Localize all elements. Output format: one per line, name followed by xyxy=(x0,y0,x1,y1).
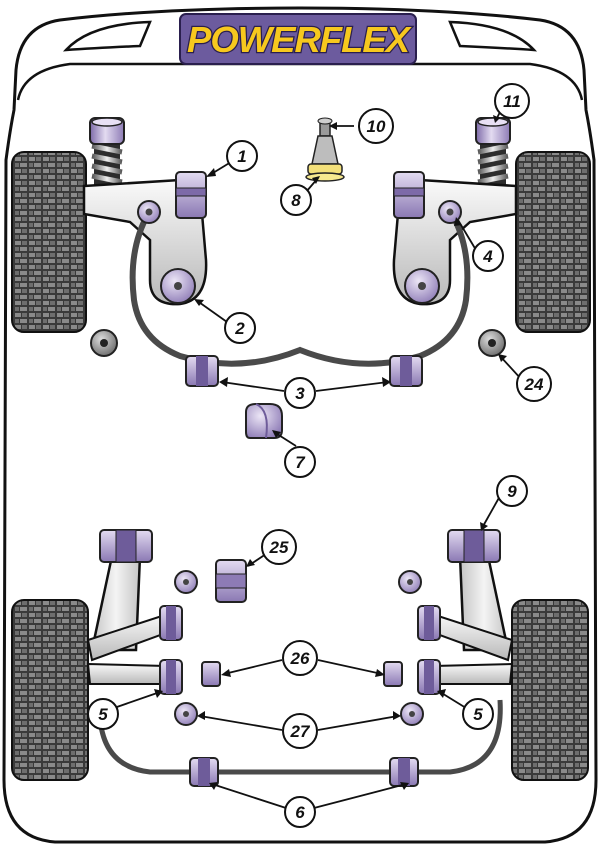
leader-lines xyxy=(113,107,523,809)
callout-25: 25 xyxy=(261,529,297,565)
top-mount-bush-right xyxy=(475,117,511,145)
front-arb-bush-right xyxy=(389,355,423,387)
callout-24: 24 xyxy=(516,366,552,402)
svg-text:27: 27 xyxy=(290,722,311,741)
left-pillar-panel xyxy=(62,20,152,52)
wishbone-front-bush-left xyxy=(175,171,207,219)
leader-arrowheads xyxy=(154,115,507,790)
brand-name: POWERFLEX xyxy=(187,19,412,60)
callout-26: 26 xyxy=(282,640,318,676)
svg-text:6: 6 xyxy=(295,803,305,822)
svg-text:3: 3 xyxy=(295,384,305,403)
front-left-spring xyxy=(91,140,123,186)
svg-text:26: 26 xyxy=(290,649,310,668)
svg-text:24: 24 xyxy=(524,375,544,394)
callout-9: 9 xyxy=(496,475,528,507)
front-left-tyre xyxy=(11,151,87,333)
rear-anti-roll-bar xyxy=(97,699,503,775)
svg-text:4: 4 xyxy=(482,247,493,266)
svg-text:7: 7 xyxy=(295,453,306,472)
callout-7: 7 xyxy=(284,446,316,478)
rear-left-lower-link xyxy=(86,662,167,685)
rear-beam-bush xyxy=(215,559,247,603)
svg-text:5: 5 xyxy=(98,705,108,724)
svg-text:1: 1 xyxy=(237,147,246,166)
rear-link-bush-lower-right xyxy=(417,659,441,695)
rear-arb-bush-left xyxy=(189,757,219,787)
front-right-spring xyxy=(477,140,509,186)
rear-trailing-arm-bush-left xyxy=(99,529,153,563)
front-right-tyre xyxy=(515,151,591,333)
callout-1: 1 xyxy=(226,140,258,172)
svg-text:8: 8 xyxy=(291,191,301,210)
callout-3: 3 xyxy=(284,377,316,409)
svg-text:5: 5 xyxy=(473,705,483,724)
rear-arb-bush-right xyxy=(389,757,419,787)
callout-6: 6 xyxy=(284,796,316,828)
svg-text:25: 25 xyxy=(269,538,289,557)
rear-small-bush-right xyxy=(383,661,403,687)
callout-4: 4 xyxy=(472,240,504,272)
svg-text:10: 10 xyxy=(367,117,386,136)
rear-link-bush-lower-left xyxy=(159,659,183,695)
svg-text:9: 9 xyxy=(507,482,517,501)
callouts: 1 2 3 4 5 5 6 7 8 9 10 11 24 25 26 27 xyxy=(87,83,552,828)
svg-text:11: 11 xyxy=(503,92,521,111)
right-pillar-panel xyxy=(448,20,538,52)
powerflex-logo: POWERFLEX xyxy=(179,13,417,65)
callout-27: 27 xyxy=(282,713,318,749)
svg-text:2: 2 xyxy=(234,319,245,338)
callout-5-right: 5 xyxy=(462,698,494,730)
front-arb-bush-left xyxy=(185,355,219,387)
rear-left-tyre xyxy=(11,599,89,781)
callout-2: 2 xyxy=(224,312,256,344)
callout-10: 10 xyxy=(358,108,394,144)
callout-5-left: 5 xyxy=(87,698,119,730)
rear-small-bush-left xyxy=(201,661,221,687)
wishbone-front-bush-right xyxy=(393,171,425,219)
rear-right-tyre xyxy=(511,599,589,781)
gearbox-mount-bush xyxy=(245,403,283,439)
top-mount-bush-left xyxy=(89,117,125,145)
rear-link-bush-upper-left xyxy=(159,605,183,641)
rear-link-bush-upper-right xyxy=(417,605,441,641)
front-anti-roll-bar xyxy=(129,212,471,367)
callout-8: 8 xyxy=(280,184,312,216)
rear-right-lower-link xyxy=(433,662,514,685)
rear-trailing-arm-bush-right xyxy=(447,529,501,563)
callout-11: 11 xyxy=(494,83,530,119)
